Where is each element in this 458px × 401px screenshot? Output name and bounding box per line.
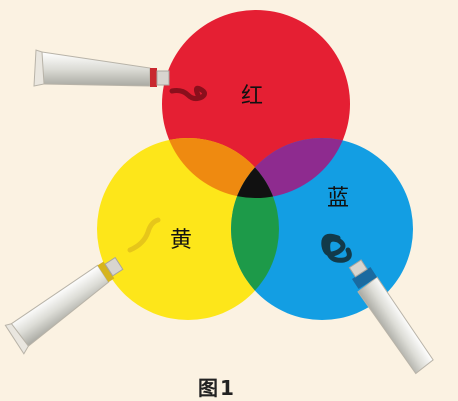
yellow-label: 黄 xyxy=(170,228,193,253)
figure-caption: 图1 xyxy=(198,376,236,400)
red-label: 红 xyxy=(241,84,264,109)
color-mixing-illustration xyxy=(4,10,434,375)
blue-label: 蓝 xyxy=(327,186,350,211)
paint-tube-yellow-icon xyxy=(4,217,161,355)
paint-tube-blue-icon xyxy=(321,233,434,375)
red-blue-overlap xyxy=(231,138,350,198)
red-yellow-overlap xyxy=(162,138,279,198)
paint-tube-red-icon xyxy=(33,49,208,102)
